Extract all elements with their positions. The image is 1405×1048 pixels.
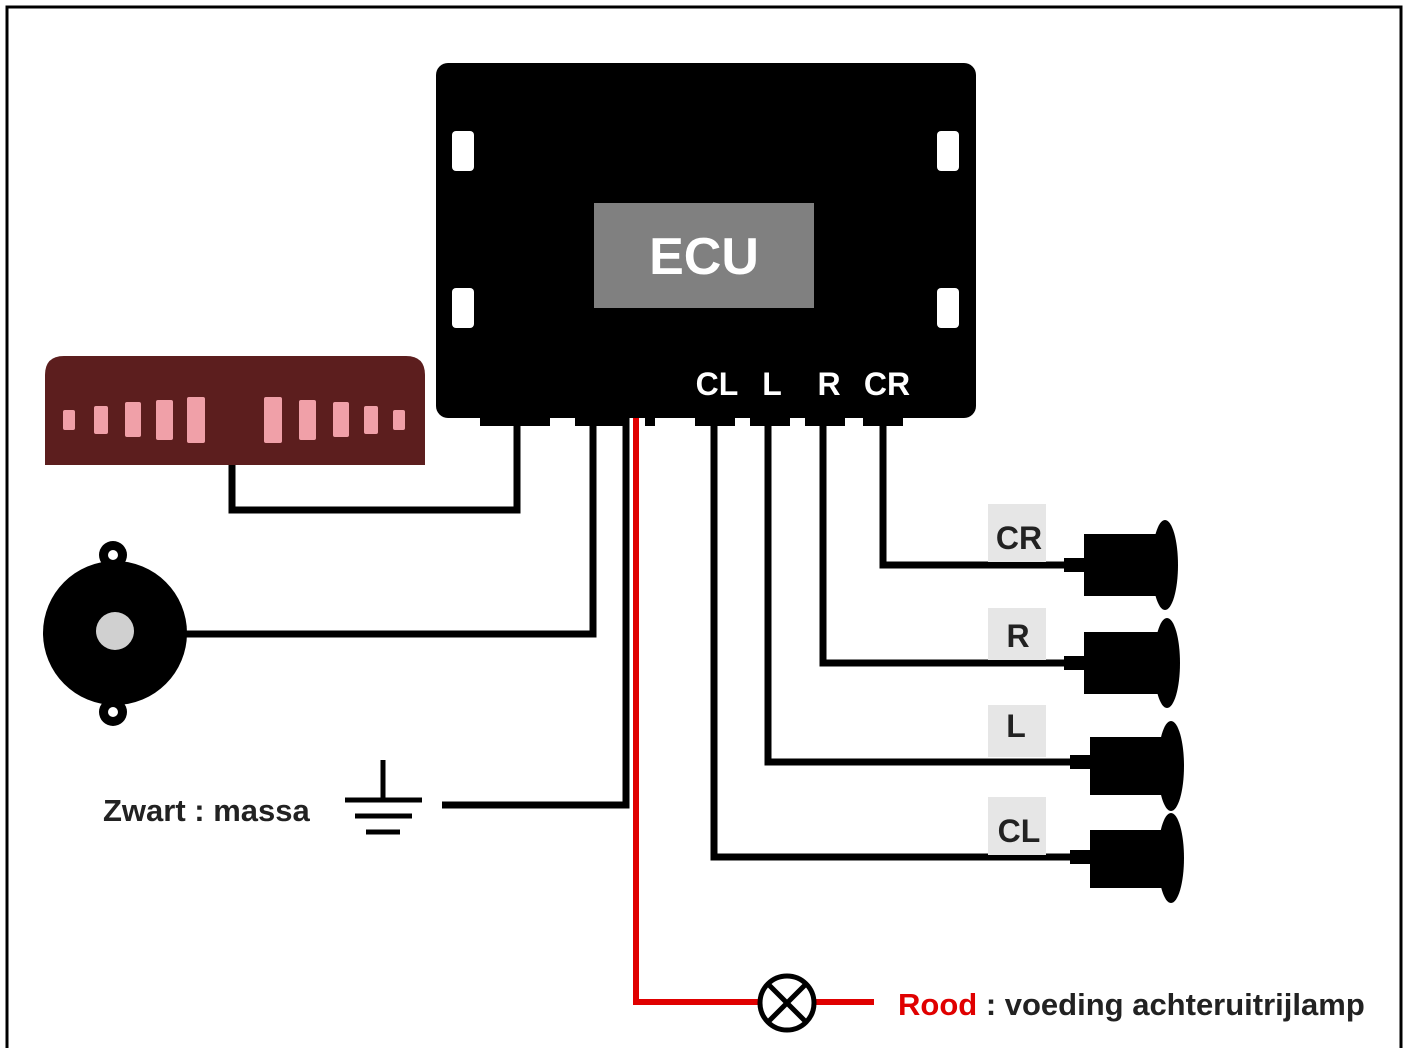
display-segment: [393, 410, 405, 430]
display-segment: [333, 402, 349, 437]
lamp-cross: [766, 982, 808, 1024]
sensor-tag-r: [988, 608, 1046, 660]
ecu-unit: ECU CL L R CR: [436, 63, 976, 426]
sensor-wire-cl: [710, 418, 1085, 861]
ecu-mount-slot: [937, 131, 959, 171]
ecu-port-stub: [750, 410, 790, 426]
sensor-r: R: [988, 608, 1180, 708]
distance-display: [45, 356, 425, 465]
buzzer: [43, 541, 187, 726]
reverse-lamp-symbol: [757, 973, 817, 1033]
ecu-port-stub: [480, 410, 550, 426]
sensor-body-cl: [1090, 830, 1170, 888]
ecu-port-stub: [645, 410, 655, 426]
buzzer-wire: [180, 418, 597, 638]
sensor-l: L: [988, 705, 1184, 811]
ecu-port-stub: [805, 410, 845, 426]
buzzer-center: [96, 612, 134, 650]
display-segment: [299, 400, 316, 440]
sensor-body-l: [1090, 737, 1170, 795]
sensor-tag-cl: [988, 797, 1046, 855]
sensor-head-r: [1154, 618, 1180, 708]
ecu-mount-slot: [937, 288, 959, 328]
sensor-wire-l: [764, 418, 1085, 766]
ecu-mount-slot: [452, 131, 474, 171]
sensor-head-cl: [1158, 813, 1184, 903]
power-wire: [633, 418, 760, 1005]
sensor-body-r: [1084, 632, 1164, 694]
buzzer-mount-hole: [108, 550, 118, 560]
display-segment: [264, 397, 282, 443]
ecu-port-stub: [575, 410, 625, 426]
ground-symbol: [345, 760, 422, 835]
display-segment: [187, 397, 205, 443]
sensor-head-cr: [1152, 520, 1178, 610]
display-wire: [228, 418, 521, 514]
ecu-label-box: [594, 203, 814, 308]
sensor-cable-stub: [1064, 656, 1086, 670]
diagram-frame: [5, 5, 1403, 1048]
ground-label: Zwart : massa: [103, 793, 311, 828]
sensor-label-cr: CR: [996, 520, 1042, 556]
sensor-tag-cr: [988, 504, 1046, 562]
sensor-wire-cr: [879, 418, 1080, 569]
ecu-mount-slot: [452, 288, 474, 328]
ecu-port-label-cl: CL: [696, 366, 739, 402]
ecu-port-label-r: R: [817, 366, 840, 402]
display-segment: [125, 402, 141, 437]
sensor-cr: CR: [988, 504, 1178, 610]
sensor-label-l: L: [1006, 708, 1026, 744]
sensor-wire-r: [819, 418, 1080, 667]
power-label-color-word: Rood: [898, 987, 977, 1022]
display-segment: [63, 410, 75, 430]
sensor-label-cl: CL: [998, 813, 1041, 849]
power-label-rest: : voeding achteruitrijlamp: [977, 987, 1365, 1022]
sensor-label-r: R: [1006, 618, 1029, 654]
power-label: Rood : voeding achteruitrijlamp: [898, 987, 1365, 1022]
sensor-cable-stub: [1070, 755, 1092, 769]
ecu-label: ECU: [649, 228, 759, 286]
sensor-cable-stub: [1070, 850, 1092, 864]
wires: [180, 418, 1085, 1005]
display-body: [45, 356, 425, 465]
sensor-head-l: [1158, 721, 1184, 811]
sensor-tag-l: [988, 705, 1046, 757]
sensor-cable-stub: [1064, 558, 1086, 572]
display-segments: [63, 397, 405, 443]
ecu-port-stub: [695, 410, 735, 426]
display-segment: [94, 406, 108, 434]
sensor-cl: CL: [988, 797, 1184, 903]
ground-wire: [442, 418, 630, 809]
display-segment: [364, 406, 378, 434]
sensor-body-cr: [1084, 534, 1164, 596]
ecu-port-label-l: L: [762, 366, 782, 402]
ecu-port-label-cr: CR: [864, 366, 910, 402]
display-segment: [156, 400, 173, 440]
buzzer-mount-hole: [108, 707, 118, 717]
ecu-port-stub: [863, 410, 903, 426]
